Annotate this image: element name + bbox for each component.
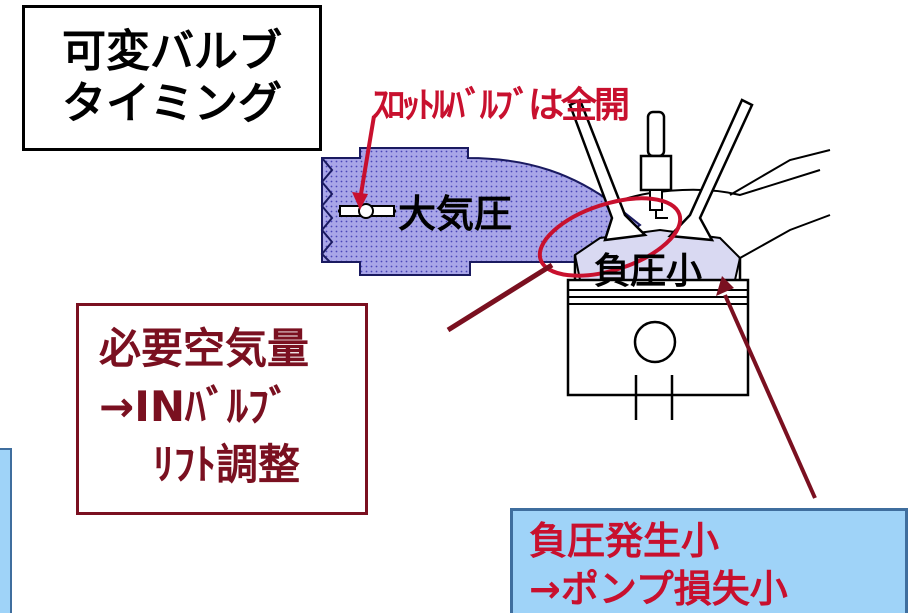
title-line-1: 可変バルブ: [62, 26, 282, 77]
throttle-arrow: [358, 115, 376, 201]
intake-inlet-edge: [320, 157, 334, 263]
exhaust-port: [729, 149, 831, 259]
spark-plug-body: [639, 154, 673, 192]
title-box: 可変バルブ タイミング: [22, 5, 322, 151]
throttle-label: ｽﾛｯﾄﾙﾊﾞﾙﾌﾞは全開: [372, 85, 630, 126]
offscreen-callout-edge: [0, 448, 12, 613]
air-box-line-2: →INﾊﾞﾙﾌﾞ: [99, 382, 290, 431]
spark-plug-top: [646, 110, 666, 158]
title-line-2: タイミング: [62, 78, 282, 129]
atmospheric-pressure-label: 大気圧: [398, 192, 513, 236]
intake-valve-highlight: [537, 196, 683, 278]
low-negative-pressure-label: 負圧小: [594, 251, 703, 292]
loss-box-line-1: 負圧発生小: [529, 519, 720, 563]
throttle-shaft: [358, 203, 374, 219]
required-air-callout: 必要空気量 →INﾊﾞﾙﾌﾞ ﾘﾌﾄ調整: [76, 303, 368, 515]
exhaust-valve: [667, 98, 754, 242]
loss-box-pointer-head: [716, 276, 734, 296]
air-box-line-1: 必要空気量: [99, 324, 310, 373]
intake-valve: [568, 98, 648, 242]
pump-loss-callout: 負圧発生小 →ポンプ損失小: [510, 508, 908, 613]
air-box-line-3: ﾘﾌﾄ調整: [153, 440, 301, 489]
throttle-arrow-head: [352, 192, 368, 210]
intake-manifold: [321, 147, 642, 276]
piston-pin: [633, 320, 677, 364]
air-box-pointer: [446, 262, 554, 333]
loss-box-pointer: [723, 294, 817, 499]
loss-box-line-2: →ポンプ損失小: [529, 567, 788, 611]
spark-plug-electrode: [655, 210, 668, 219]
